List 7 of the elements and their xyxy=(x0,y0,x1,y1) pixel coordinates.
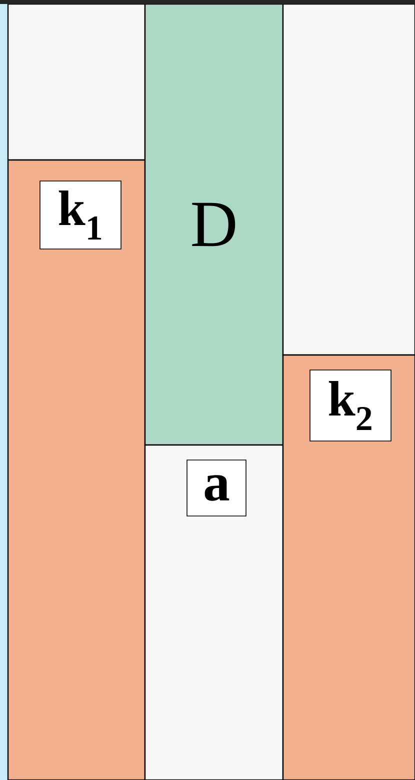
symbol-label: a xyxy=(186,460,246,516)
column-bar xyxy=(7,159,146,780)
column-bar xyxy=(282,354,415,780)
symbol-label: k$_{1}$ xyxy=(40,180,122,250)
column-bar: D xyxy=(144,3,284,446)
column-bar xyxy=(144,444,284,780)
symbol-label: k$_{2}$ xyxy=(310,370,392,442)
